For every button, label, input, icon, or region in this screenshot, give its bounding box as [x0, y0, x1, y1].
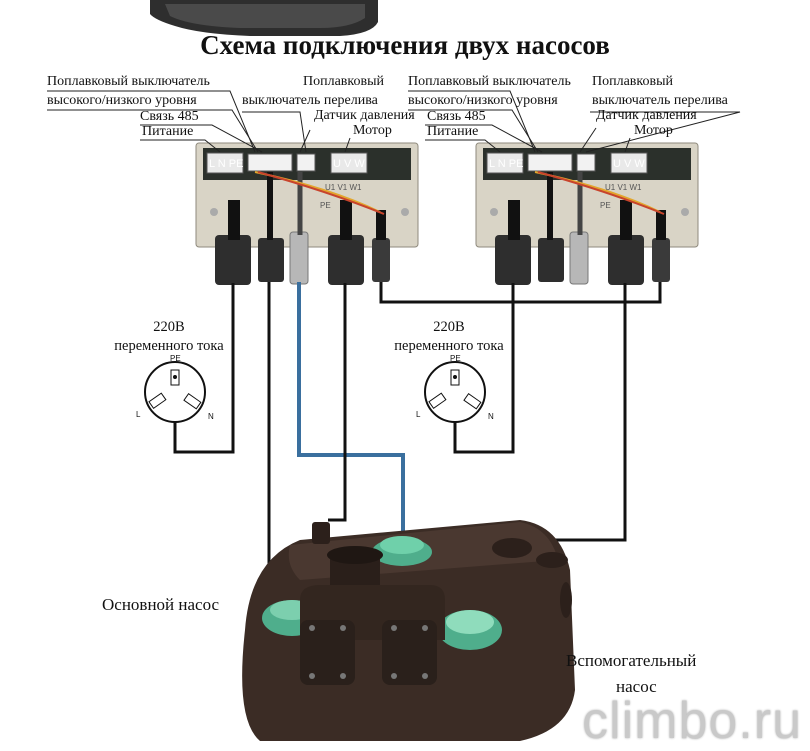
label-aux-pump-line2: насос — [616, 677, 657, 696]
label-overflow-left: Поплавковый — [303, 74, 385, 89]
plug-right-pe: PE — [450, 354, 461, 363]
leader-lines-left — [47, 90, 351, 153]
terminal-pe-left: PE — [320, 201, 331, 210]
leader-lines-right — [408, 90, 741, 153]
label-power-right: Питание — [427, 124, 479, 139]
top-photo-fragment — [150, 0, 378, 36]
watermark: climbo.ru — [582, 692, 802, 750]
label-float-level-right-2: высокого/низкого уровня — [408, 93, 558, 108]
label-overflow-right: Поплавковый — [592, 74, 674, 89]
voltage-label-left: 220В переменного тока — [104, 318, 234, 356]
voltage-label-right: 220В переменного тока — [384, 318, 514, 356]
label-overflow-right-2: выключатель перелива — [592, 93, 728, 108]
control-box-right — [475, 142, 699, 285]
label-overflow-left-2: выключатель перелива — [242, 93, 378, 108]
plug-left-n: N — [208, 412, 214, 421]
voltage-left-line2: переменного тока — [114, 338, 224, 354]
label-motor-left: Мотор — [353, 123, 392, 138]
label-rs485-left: Связь 485 — [140, 109, 199, 124]
page-title: Схема подключения двух насосов — [200, 30, 610, 60]
plug-right-l: L — [416, 410, 421, 419]
label-float-level-left: Поплавковый выключатель — [47, 74, 210, 89]
wire-power-right — [453, 283, 515, 454]
plug-left-pe: PE — [170, 354, 181, 363]
label-rs485-right: Связь 485 — [427, 109, 486, 124]
label-float-level-right: Поплавковый выключатель — [408, 74, 571, 89]
label-motor-right: Мотор — [634, 123, 673, 138]
terminal-uvw-left: U V W — [333, 158, 365, 170]
wire-pressure-sensor — [297, 282, 405, 540]
voltage-right-line1: 220В — [433, 319, 465, 335]
terminal-lnpe-right: L N PE — [489, 158, 524, 170]
control-box-left — [195, 142, 419, 285]
pump-station — [242, 520, 575, 741]
wire-rs485-link — [379, 282, 662, 304]
terminal-u1v1w1-right: U1 V1 W1 — [605, 183, 642, 192]
terminal-u1v1w1-left: U1 V1 W1 — [325, 183, 362, 192]
label-power-left: Питание — [142, 124, 194, 139]
wire-power-left — [173, 283, 235, 454]
terminal-uvw-right: U V W — [613, 158, 645, 170]
label-aux-pump-line1: Вспомогательный — [566, 651, 697, 670]
plug-right — [424, 361, 486, 423]
terminal-lnpe-left: L N PE — [209, 158, 244, 170]
plug-left-l: L — [136, 410, 141, 419]
label-float-level-left-2: высокого/низкого уровня — [47, 93, 197, 108]
label-pressure-right: Датчик давления — [596, 108, 697, 123]
plug-right-n: N — [488, 412, 494, 421]
label-pressure-left: Датчик давления — [314, 108, 415, 123]
voltage-left-line1: 220В — [153, 319, 185, 335]
terminal-pe-right: PE — [600, 201, 611, 210]
voltage-right-line2: переменного тока — [394, 338, 504, 354]
wire-motor-left — [328, 283, 347, 522]
plug-left — [144, 361, 206, 423]
label-main-pump: Основной насос — [102, 595, 220, 614]
